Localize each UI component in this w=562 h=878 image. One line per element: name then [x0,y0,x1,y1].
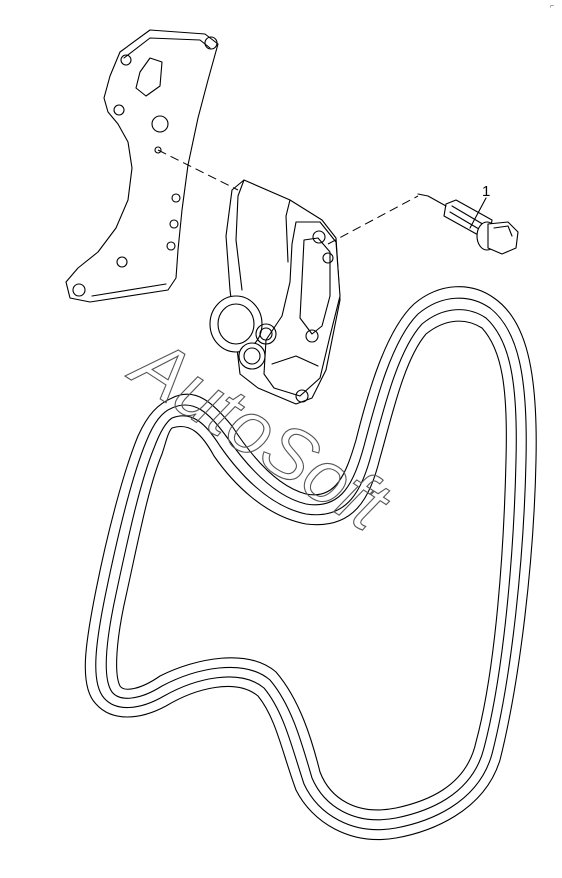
corner-mark: ⌐ [550,3,554,10]
assembly-lines [157,149,447,245]
bolt [443,199,519,255]
callout-label-1: 1 [482,183,490,200]
belt-tensioner [209,179,341,405]
callout-1: 1 [469,183,490,229]
mounting-bracket [65,29,219,303]
drive-belt [84,286,537,840]
